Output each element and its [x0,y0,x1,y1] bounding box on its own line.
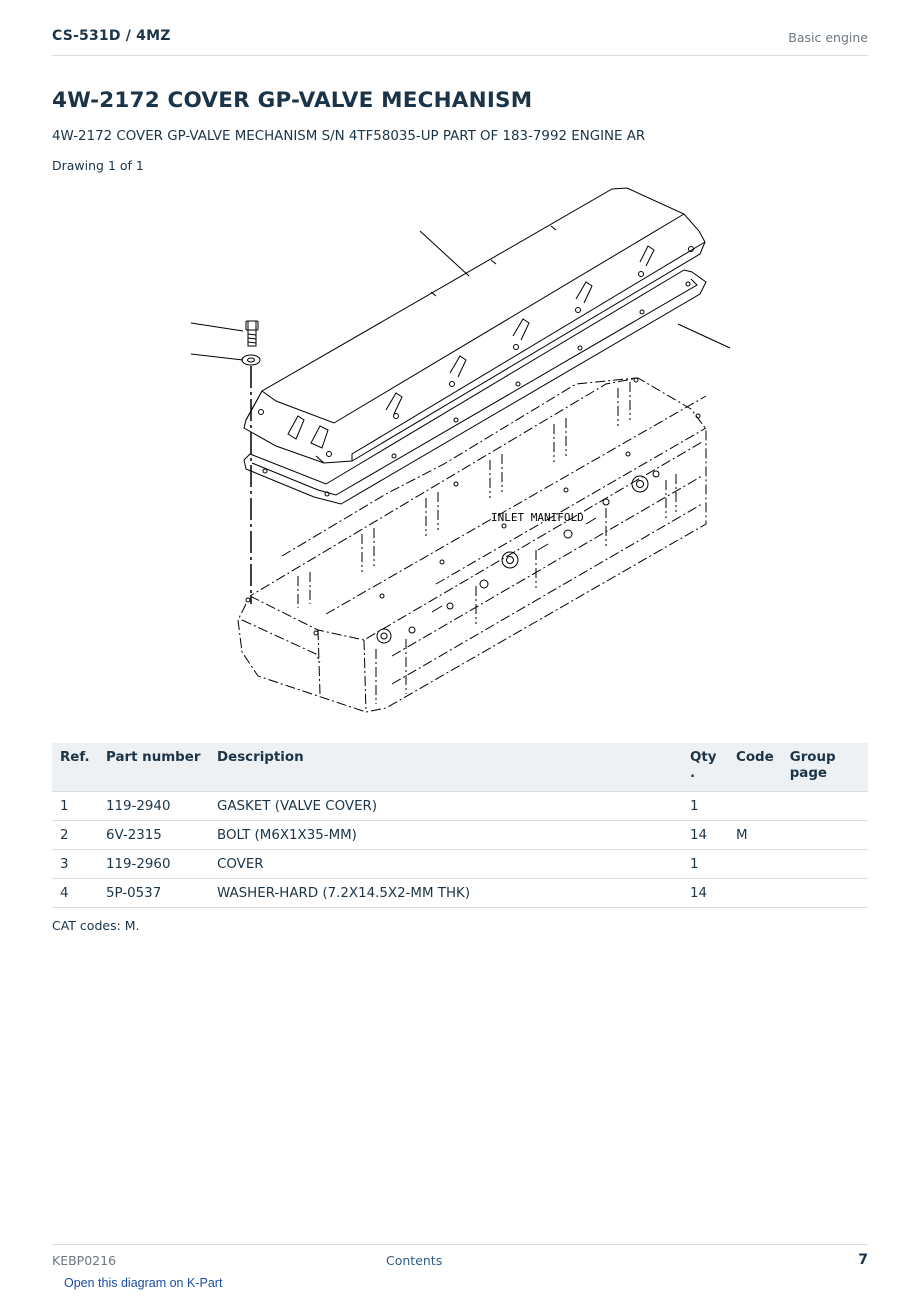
col-description: Description [209,743,682,792]
page-footer: KEBP0216 Contents 7 [52,1244,868,1275]
contents-link[interactable]: Contents [386,1253,443,1268]
col-qty: Qty . [682,743,728,792]
cell-ref: 4 [52,878,98,908]
col-part-number: Part number [98,743,209,792]
cell-group-page [781,878,868,908]
open-kpart-link[interactable]: Open this diagram on K-Part [64,1276,223,1290]
cell-ref: 2 [52,820,98,850]
leader-line-washer [190,353,244,361]
cell-description: WASHER-HARD (7.2X14.5X2-MM THK) [209,878,682,908]
cell-code [728,791,782,821]
cell-group-page [781,849,868,879]
col-qty-line2: . [690,766,696,781]
page-number: 7 [858,1252,868,1268]
cell-part-number: 6V-2315 [98,820,209,850]
cylinder-head-phantom [237,377,707,713]
exploded-parts-diagram: INLET MANIFOLD [190,187,731,713]
leader-line-bolt [190,322,244,332]
col-ref: Ref. [52,743,98,792]
cell-code [728,878,782,908]
inlet-manifold-label: INLET MANIFOLD [491,511,584,524]
table-row: 4 5P-0537 WASHER-HARD (7.2X14.5X2-MM THK… [52,878,868,908]
gasket-part [243,269,707,505]
page-title: 4W-2172 COVER GP-VALVE MECHANISM [52,88,533,113]
parts-table: Ref. Part number Description Qty . Code … [52,743,868,908]
document-id: KEBP0216 [52,1253,117,1268]
drawing-label: Drawing 1 of 1 [52,158,144,173]
cell-description: BOLT (M6X1X35-MM) [209,820,682,850]
table-row: 3 119-2960 COVER 1 [52,849,868,879]
cell-part-number: 119-2960 [98,849,209,879]
cat-codes-note: CAT codes: M. [52,918,140,933]
page-subtitle: 4W-2172 COVER GP-VALVE MECHANISM S/N 4TF… [52,129,646,144]
cell-ref: 1 [52,791,98,821]
valve-cover-part [243,187,706,464]
col-group-page-line1: Group [789,750,836,765]
leader-line-cover [419,230,470,277]
cell-code [728,849,782,879]
bolt-part [245,320,259,347]
model-breadcrumb: CS-531D / 4MZ [52,28,171,44]
col-group-page-line2: page [789,766,827,781]
washer-part [241,354,261,366]
col-code: Code [728,743,782,792]
cell-part-number: 119-2940 [98,791,209,821]
cell-description: GASKET (VALVE COVER) [209,791,682,821]
table-row: 1 119-2940 GASKET (VALVE COVER) 1 [52,791,868,821]
cell-description: COVER [209,849,682,879]
page-header: CS-531D / 4MZ Basic engine [52,28,868,56]
leader-line-gasket [677,323,731,349]
cell-qty: 14 [682,820,728,850]
col-qty-line1: Qty [690,750,717,765]
cylinder-head-features [245,377,701,644]
cell-code: M [728,820,782,850]
col-group-page: Group page [781,743,868,792]
cell-part-number: 5P-0537 [98,878,209,908]
table-row: 2 6V-2315 BOLT (M6X1X35-MM) 14 M [52,820,868,850]
section-name: Basic engine [788,30,868,45]
cell-qty: 14 [682,878,728,908]
cell-group-page [781,820,868,850]
table-header-row: Ref. Part number Description Qty . Code … [52,743,868,792]
cell-group-page [781,791,868,821]
cell-qty: 1 [682,849,728,879]
cell-qty: 1 [682,791,728,821]
cell-ref: 3 [52,849,98,879]
